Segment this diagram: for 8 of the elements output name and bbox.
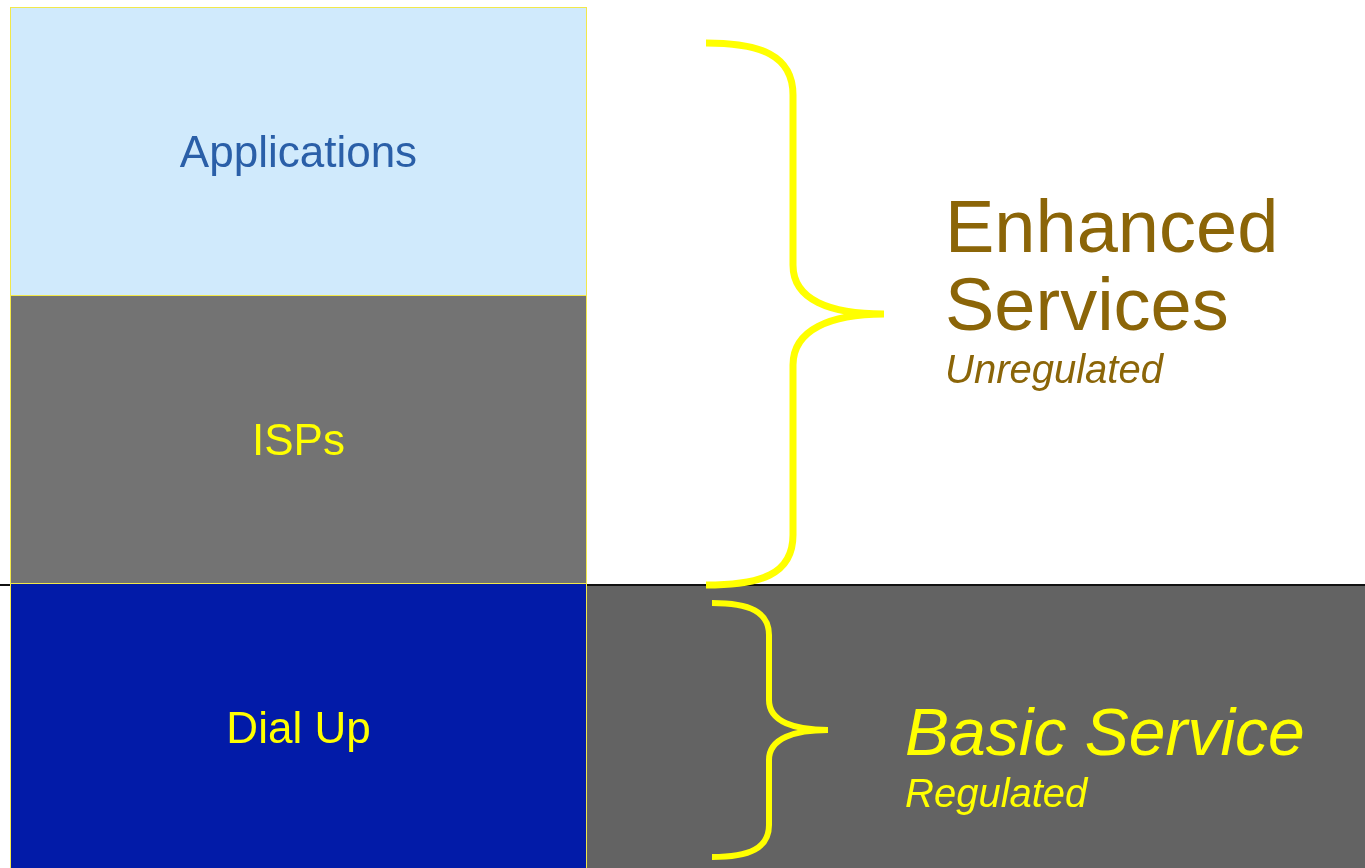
layer-box: ISPs [10,295,587,584]
band-heading: Basic Service [905,696,1305,769]
regulated-band [587,584,1365,868]
layer-box: Dial Up [10,583,587,868]
subtitle: Unregulated [945,346,1165,394]
band-subtitle: Regulated [905,769,1090,817]
heading: Enhanced Services [945,188,1280,344]
layer-box: Applications [10,7,587,296]
